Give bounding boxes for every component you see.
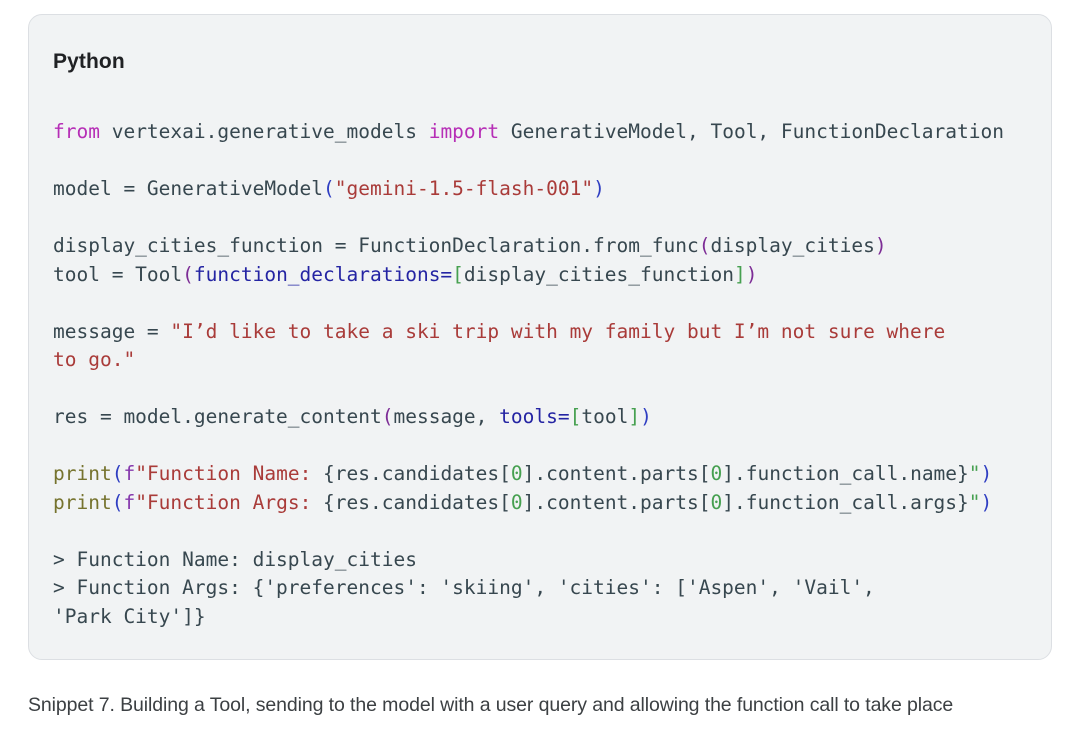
code-token: 0 (510, 462, 523, 485)
code-token: display_cities_function (463, 262, 734, 286)
code-token: ) (640, 405, 652, 428)
code-token: ) (745, 262, 758, 286)
code-line: print(f"Function Args: {res.candidates[0… (53, 489, 1027, 518)
code-line: tool = Tool(function_declarations=[displ… (53, 261, 1027, 290)
code-token: ].function_call.args} (722, 490, 969, 514)
code-token: "Function Name: (135, 462, 324, 485)
code-token: {res.candidates[ (323, 462, 511, 485)
code-token: vertexai.generative_models (99, 120, 429, 143)
code-line (53, 375, 1027, 404)
code-token: 0 (510, 490, 523, 514)
code-token: display_cities (710, 234, 875, 257)
code-line: > Function Name: display_cities (53, 546, 1027, 575)
code-token: ( (381, 405, 394, 428)
code-token: print (53, 490, 112, 514)
snippet-caption: Snippet 7. Building a Tool, sending to t… (28, 694, 954, 716)
code-token: " (968, 462, 981, 485)
code-line: message = "I’d like to take a ski trip w… (53, 318, 1027, 347)
code-token: ].content.parts[ (522, 490, 711, 514)
code-token: > Function Name: display_cities (53, 547, 417, 571)
code-token: [ (452, 262, 464, 286)
code-token: print (53, 462, 112, 485)
code-line: > Function Args: {'preferences': 'skiing… (53, 574, 1027, 603)
code-token: 0 (710, 462, 723, 485)
code-token: ) (980, 490, 993, 514)
code-token: [ (569, 405, 582, 428)
code-snippet-card: Python from vertexai.generative_models i… (28, 14, 1052, 660)
code-token: ( (323, 177, 335, 200)
code-token: tools= (499, 405, 570, 428)
code-line: model = GenerativeModel("gemini-1.5-flas… (53, 175, 1027, 204)
code-line (53, 289, 1027, 318)
code-token: ].function_call.name} (722, 462, 969, 485)
code-token: import (428, 120, 500, 143)
code-line: display_cities_function = FunctionDeclar… (53, 232, 1027, 261)
code-token: ( (182, 262, 194, 286)
code-token: ) (980, 462, 993, 485)
code-token: "I’d like to take a ski trip with my fam… (170, 319, 946, 343)
code-token: tool (581, 405, 629, 428)
code-token: display_cities_function = FunctionDeclar… (53, 234, 699, 257)
code-token: model = GenerativeModel (53, 177, 324, 200)
code-token: ( (111, 490, 124, 514)
code-line (53, 517, 1027, 546)
code-token: ( (698, 234, 711, 257)
code-line: from vertexai.generative_models import G… (53, 118, 1027, 147)
code-token: ( (111, 462, 124, 485)
code-token: "gemini-1.5-flash-001" (334, 177, 594, 200)
code-line (53, 432, 1027, 461)
code-token: " (968, 490, 981, 514)
code-token: f (123, 490, 136, 514)
code-token: GenerativeModel, Tool, FunctionDeclarati… (499, 120, 1004, 143)
code-line: to go." (53, 346, 1027, 375)
code-token: tool = Tool (53, 262, 183, 286)
code-token: 0 (710, 490, 723, 514)
code-line: res = model.generate_content(message, to… (53, 403, 1027, 432)
code-token: message, (393, 405, 500, 428)
code-line (53, 147, 1027, 176)
code-block: from vertexai.generative_models import G… (53, 118, 1027, 631)
code-token: ] (628, 405, 641, 428)
code-token: {res.candidates[ (323, 490, 511, 514)
code-token: ].content.parts[ (522, 462, 711, 485)
code-token: ] (733, 262, 746, 286)
code-line: print(f"Function Name: {res.candidates[0… (53, 460, 1027, 489)
code-token: "Function Args: (135, 490, 324, 514)
code-token: message = (53, 319, 171, 343)
code-token: to go." (53, 348, 136, 371)
code-token: res = model.generate_content (53, 405, 382, 428)
code-line (53, 204, 1027, 233)
code-token: ) (593, 177, 605, 200)
code-token: f (123, 462, 136, 485)
language-label: Python (53, 50, 125, 73)
code-line: 'Park City']} (53, 603, 1027, 632)
code-token: 'Park City']} (53, 604, 206, 628)
code-token: > Function Args: {'preferences': 'skiing… (53, 576, 875, 599)
code-token: from (53, 120, 100, 143)
code-token: function_declarations= (193, 262, 453, 286)
code-token: ) (874, 234, 887, 257)
